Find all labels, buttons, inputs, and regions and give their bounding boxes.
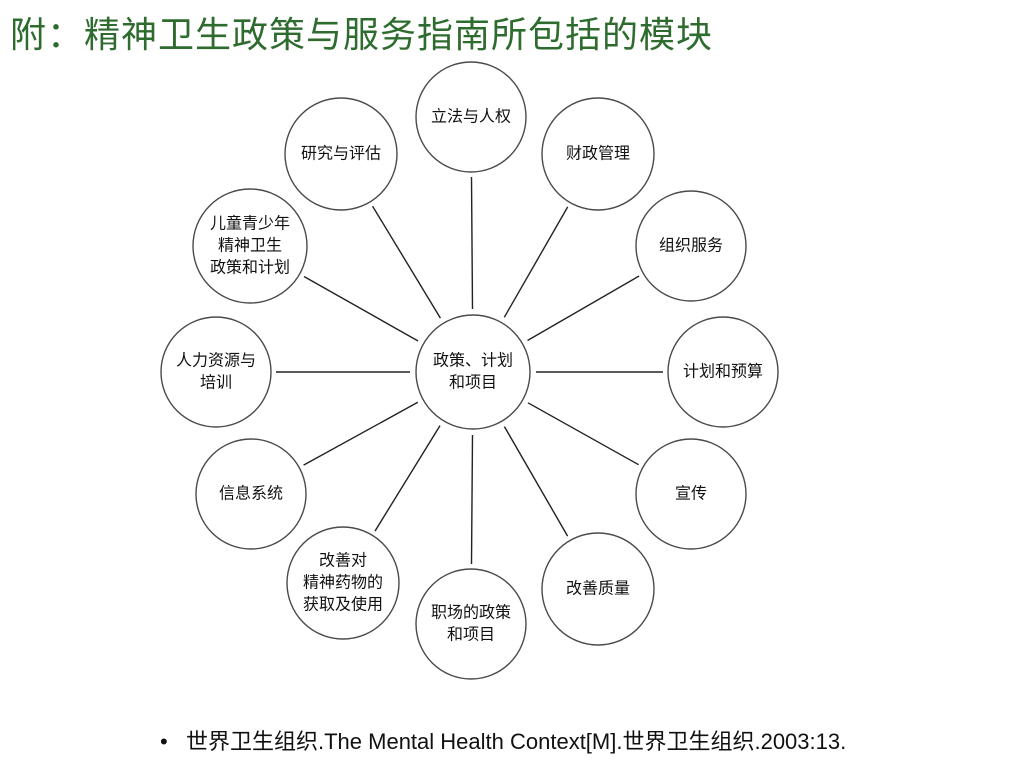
connector-advocacy bbox=[527, 402, 639, 466]
module-workplace-label-line: 和项目 bbox=[447, 625, 495, 644]
module-advocacy-circle bbox=[635, 438, 747, 550]
module-information-systems-circle bbox=[195, 438, 307, 550]
module-planning-budgeting-circle bbox=[667, 316, 779, 428]
connector-quality-improvement bbox=[503, 426, 569, 537]
module-advocacy-label-line: 宣传 bbox=[675, 484, 707, 503]
module-psychotropic-medicines-label-line: 改善对 bbox=[319, 551, 367, 570]
module-quality-improvement-label-line: 改善质量 bbox=[566, 579, 630, 598]
connector-information-systems bbox=[303, 401, 419, 466]
connector-financing bbox=[503, 206, 569, 318]
slide-title: 附：精神卫生政策与服务指南所包括的模块 bbox=[10, 15, 714, 56]
module-psychotropic-medicines-label-line: 获取及使用 bbox=[303, 595, 383, 614]
center-node-label-line: 政策、计划 bbox=[433, 351, 513, 370]
module-planning-budgeting-label-line: 计划和预算 bbox=[683, 362, 763, 381]
module-information-systems: 信息系统 bbox=[195, 438, 307, 550]
bullet-icon: • bbox=[160, 729, 168, 754]
center-node-circle bbox=[415, 314, 531, 430]
module-research-evaluation: 研究与评估 bbox=[284, 97, 398, 211]
module-research-evaluation-circle bbox=[284, 97, 398, 211]
module-child-adolescent-circle bbox=[192, 188, 308, 304]
module-child-adolescent-label-line: 精神卫生 bbox=[218, 236, 282, 255]
module-financing: 财政管理 bbox=[541, 97, 655, 211]
connector-research-evaluation bbox=[372, 205, 441, 319]
module-psychotropic-medicines-circle bbox=[286, 526, 400, 640]
connector-organization bbox=[527, 275, 640, 342]
module-quality-improvement-circle bbox=[541, 532, 655, 646]
connector-workplace bbox=[470, 434, 474, 565]
module-psychotropic-medicines-label-line: 精神药物的 bbox=[303, 573, 383, 592]
module-organization-circle bbox=[635, 190, 747, 302]
module-legislation-circle bbox=[415, 61, 527, 173]
connector-psychotropic-medicines bbox=[374, 425, 441, 532]
connector-child-adolescent bbox=[303, 275, 419, 342]
module-quality-improvement: 改善质量 bbox=[541, 532, 655, 646]
module-legislation-label-line: 立法与人权 bbox=[431, 107, 511, 126]
citation: • 世界卫生组织.The Mental Health Context[M].世界卫… bbox=[160, 724, 846, 756]
module-financing-circle bbox=[541, 97, 655, 211]
module-child-adolescent-label-line: 儿童青少年 bbox=[210, 214, 290, 233]
citation-text: 世界卫生组织.The Mental Health Context[M].世界卫生… bbox=[186, 729, 847, 754]
module-workplace-circle bbox=[415, 568, 527, 680]
module-human-resources-label-line: 培训 bbox=[200, 373, 232, 392]
center-node-label-line: 和项目 bbox=[449, 373, 497, 392]
connectors-group bbox=[276, 176, 663, 565]
module-child-adolescent-label-line: 政策和计划 bbox=[210, 258, 290, 277]
module-financing-label-line: 财政管理 bbox=[566, 144, 630, 163]
module-legislation: 立法与人权 bbox=[415, 61, 527, 173]
connector-legislation bbox=[470, 176, 474, 310]
module-human-resources-label-line: 人力资源与 bbox=[176, 351, 256, 370]
module-research-evaluation-label-line: 研究与评估 bbox=[301, 144, 381, 163]
module-organization: 组织服务 bbox=[635, 190, 747, 302]
nodes-group: 立法与人权财政管理组织服务计划和预算宣传改善质量职场的政策和项目改善对精神药物的… bbox=[160, 61, 779, 680]
module-information-systems-label-line: 信息系统 bbox=[219, 484, 283, 503]
module-organization-label-line: 组织服务 bbox=[659, 236, 723, 255]
module-human-resources-circle bbox=[160, 316, 272, 428]
module-advocacy: 宣传 bbox=[635, 438, 747, 550]
module-workplace-label-line: 职场的政策 bbox=[431, 603, 511, 622]
module-planning-budgeting: 计划和预算 bbox=[667, 316, 779, 428]
